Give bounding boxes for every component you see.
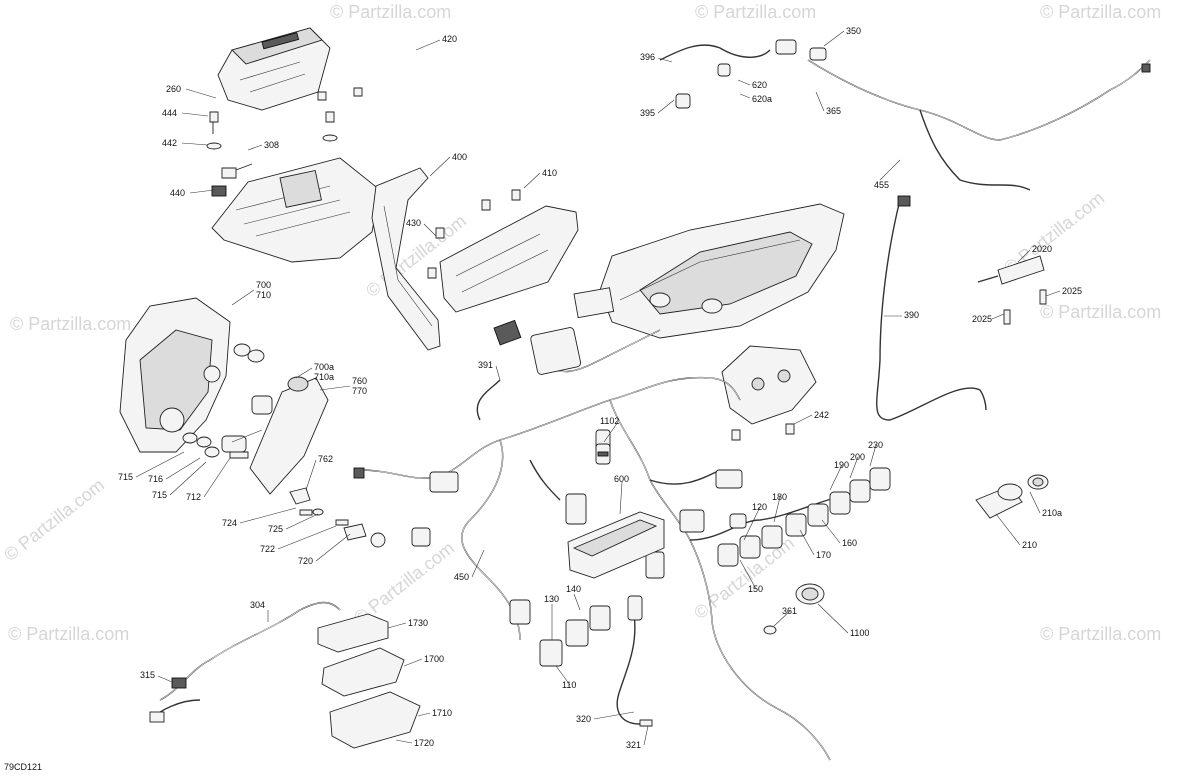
callout-label: 391: [478, 360, 493, 370]
callout-label: 450: [454, 572, 469, 582]
mount-bracket: [221, 376, 329, 505]
watermark: © Partzilla.com: [8, 624, 129, 644]
support-arm: [371, 167, 441, 351]
callout-label: 321: [626, 740, 641, 750]
callout-label: 716: [148, 474, 163, 484]
ignition-switch: [975, 474, 1049, 519]
callout-label: 2025: [972, 314, 992, 324]
callout-label: 600: [614, 474, 629, 484]
callout-label: 1730: [408, 618, 428, 628]
screw-set: [206, 87, 363, 179]
callout-label: 365: [826, 106, 841, 116]
callout-labels: 420 260 444 442 308 440 400 410 430 396 …: [118, 26, 1082, 750]
callout-label: 762: [318, 454, 333, 464]
callout-label: 170: [816, 550, 831, 560]
callout-label: 720: [298, 556, 313, 566]
callout-label: 242: [814, 410, 829, 420]
callout-label: 760: [352, 376, 367, 386]
callout-label: 1100: [850, 628, 869, 638]
callout-label: 304: [250, 600, 265, 610]
watermark: © Partzilla.com: [330, 2, 451, 22]
callout-label: 130: [544, 594, 559, 604]
callout-label: 260: [166, 84, 181, 94]
harness-connectors: [353, 287, 747, 625]
power-socket: [763, 583, 825, 635]
left-housing: [119, 297, 265, 453]
callout-label: 350: [846, 26, 861, 36]
callout-label: 1710: [432, 708, 452, 718]
callout-label: 712: [186, 492, 201, 502]
washer-set: [182, 432, 249, 459]
bottom-connectors: [539, 595, 653, 727]
callout-label: 200: [850, 452, 865, 462]
callout-label: 410: [542, 168, 557, 178]
watermark: © Partzilla.com: [10, 314, 131, 334]
callout-label: 620: [752, 80, 767, 90]
callout-label: 700a: [314, 362, 334, 372]
callout-label: 2025: [1062, 286, 1082, 296]
callout-label: 320: [576, 714, 591, 724]
callout-label: 120: [752, 502, 767, 512]
switch-1102: [595, 443, 611, 465]
callout-label: 442: [162, 138, 177, 148]
callout-label: 710a: [314, 372, 334, 382]
callout-label: 620a: [752, 94, 772, 104]
watermark: © Partzilla.com: [0, 475, 108, 565]
watermark: © Partzilla.com: [1040, 2, 1161, 22]
callout-label: 440: [170, 188, 185, 198]
callout-label: 420: [442, 34, 457, 44]
callout-label: 430: [406, 218, 421, 228]
callout-label: 308: [264, 140, 279, 150]
callout-label: 1102: [600, 416, 619, 426]
right-harness: [659, 39, 1151, 421]
callout-label: 230: [868, 440, 883, 450]
callout-label: 315: [140, 670, 155, 680]
callout-label: 1720: [414, 738, 434, 748]
module-bracket: [211, 157, 381, 263]
watermark: © Partzilla.com: [1040, 624, 1161, 644]
callout-label: 160: [842, 538, 857, 548]
callout-label: 710: [256, 290, 271, 300]
callout-label: 1700: [424, 654, 444, 664]
callout-label: 715: [118, 472, 133, 482]
side-bracket: [427, 189, 579, 313]
callout-label: 390: [904, 310, 919, 320]
callout-label: 2020: [1032, 244, 1052, 254]
callout-label: 725: [268, 524, 283, 534]
callout-label: 700: [256, 280, 271, 290]
callout-label: 210: [1022, 540, 1037, 550]
callout-label: 444: [162, 108, 177, 118]
fastener-set: [299, 508, 367, 541]
callout-label: 140: [566, 584, 581, 594]
callout-label: 722: [260, 544, 275, 554]
callout-label: 455: [874, 180, 889, 190]
module-2020: [977, 255, 1047, 325]
control-unit: [567, 511, 665, 579]
callout-label: 110: [562, 680, 576, 690]
plate-bracket: [721, 345, 817, 441]
cluster-housing: [599, 203, 845, 339]
bottom-module: [149, 601, 421, 749]
watermark: © Partzilla.com: [1040, 302, 1161, 322]
callout-label: 361: [782, 606, 797, 616]
callout-label: 190: [834, 460, 849, 470]
callout-label: 396: [640, 52, 655, 62]
diagram-code: 79CD121: [4, 762, 43, 772]
callout-label: 715: [152, 490, 167, 500]
module-cover: [217, 27, 331, 111]
callout-label: 770: [352, 386, 367, 396]
leader-lines: [135, 30, 1061, 746]
callout-label: 395: [640, 108, 655, 118]
switch-row: [717, 467, 891, 567]
callout-label: 400: [452, 152, 467, 162]
callout-label: 150: [748, 584, 763, 594]
callout-label: 210a: [1042, 508, 1062, 518]
watermark: © Partzilla.com: [695, 2, 816, 22]
callout-label: 724: [222, 518, 237, 528]
callout-label: 180: [772, 492, 787, 502]
